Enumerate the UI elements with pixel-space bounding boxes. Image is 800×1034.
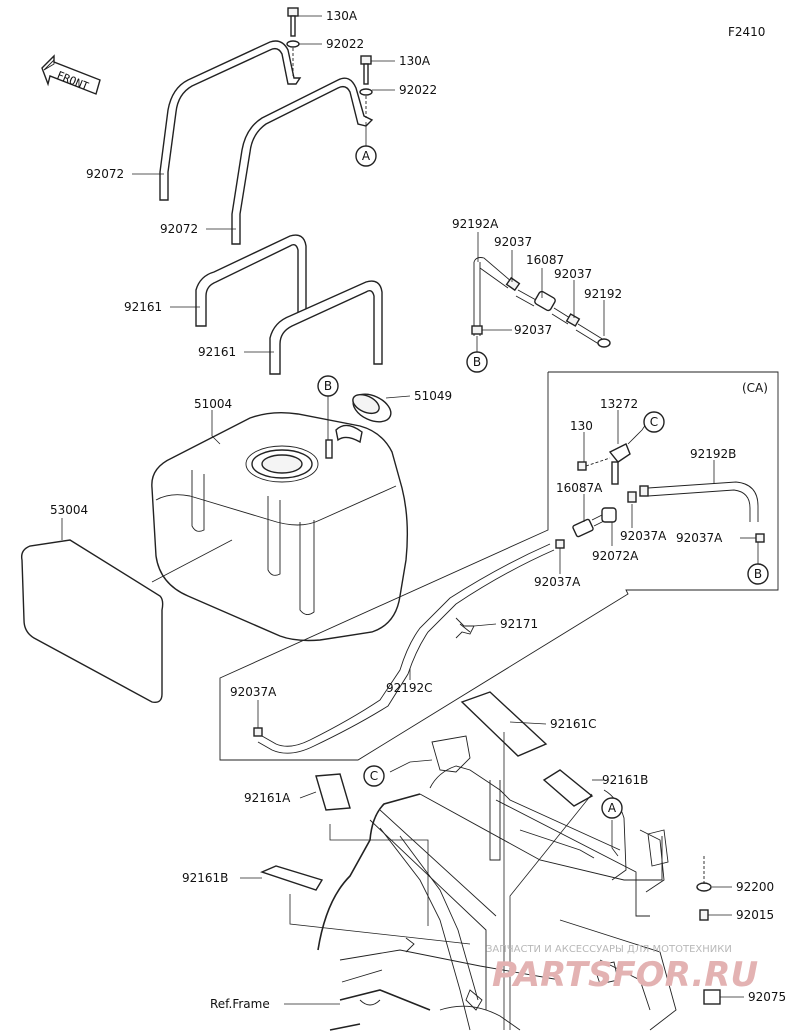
clamp-92037a-ca bbox=[627, 491, 637, 503]
label-130: 130 bbox=[570, 419, 593, 433]
callout-b-ca: B bbox=[747, 563, 769, 585]
label-92171: 92171 bbox=[500, 617, 538, 631]
strap-92072-front bbox=[231, 77, 374, 245]
fuel-tank-51004 bbox=[151, 411, 409, 642]
watermark-brand: PARTSFOR.RU bbox=[492, 955, 758, 995]
bolt-130a-rear bbox=[286, 7, 300, 76]
callout-c-ca: C bbox=[643, 411, 665, 433]
label-92161c: 92161C bbox=[550, 717, 597, 731]
frame bbox=[317, 735, 677, 1031]
label-92022-1: 92022 bbox=[326, 37, 364, 51]
label-92192: 92192 bbox=[584, 287, 622, 301]
label-92192c: 92192C bbox=[386, 681, 433, 695]
washer-92200 bbox=[696, 882, 712, 892]
label-92037-3: 92037 bbox=[514, 323, 552, 337]
callout-a-top: A bbox=[355, 145, 377, 167]
bolt-130 bbox=[577, 457, 611, 471]
label-92015: 92015 bbox=[736, 908, 774, 922]
pad-92161b-upper bbox=[542, 769, 594, 807]
nut-92015 bbox=[699, 909, 709, 921]
label-92200: 92200 bbox=[736, 880, 774, 894]
label-130a-2: 130A bbox=[399, 54, 431, 68]
svg-text:C: C bbox=[370, 769, 378, 783]
label-92075: 92075 bbox=[748, 990, 786, 1004]
label-92022-2: 92022 bbox=[399, 83, 437, 97]
label-92161-1: 92161 bbox=[124, 300, 162, 314]
callout-b-tank: B bbox=[317, 375, 339, 397]
callout-c-frame: C bbox=[363, 765, 385, 787]
leader-lines bbox=[61, 15, 759, 1030]
svg-text:B: B bbox=[754, 567, 762, 581]
strap-92072-rear bbox=[159, 40, 302, 201]
pad-53004 bbox=[20, 539, 164, 704]
label-92192b: 92192B bbox=[690, 447, 736, 461]
pad-92161-rear bbox=[195, 234, 307, 327]
hose-92192a-assembly bbox=[471, 257, 611, 348]
pad-92161-front bbox=[269, 280, 383, 375]
svg-text:C: C bbox=[650, 415, 658, 429]
ca-detail-box bbox=[219, 371, 779, 761]
label-16087: 16087 bbox=[526, 253, 564, 267]
hose-92192b bbox=[639, 481, 759, 522]
fuel-cap-51049 bbox=[335, 393, 392, 444]
label-92037a-2: 92037A bbox=[676, 531, 723, 545]
label-92072-2: 92072 bbox=[160, 222, 198, 236]
bolt-130a-front bbox=[359, 55, 373, 118]
pad-92161b-lower bbox=[260, 865, 324, 891]
pad-92161c bbox=[460, 691, 548, 757]
label-ref-frame: Ref.Frame bbox=[210, 997, 270, 1011]
label-92161a: 92161A bbox=[244, 791, 291, 805]
label-92037a-1: 92037A bbox=[620, 529, 667, 543]
label-92037-1: 92037 bbox=[494, 235, 532, 249]
label-16087a: 16087A bbox=[556, 481, 603, 495]
svg-text:A: A bbox=[362, 149, 371, 163]
label-53004: 53004 bbox=[50, 503, 88, 517]
label-92037-2: 92037 bbox=[554, 267, 592, 281]
label-51049: 51049 bbox=[414, 389, 452, 403]
label-130a-1: 130A bbox=[326, 9, 358, 23]
label-92161b-2: 92161B bbox=[182, 871, 228, 885]
label-51004: 51004 bbox=[194, 397, 232, 411]
label-92161b-1: 92161B bbox=[602, 773, 648, 787]
label-92072-1: 92072 bbox=[86, 167, 124, 181]
svg-text:B: B bbox=[473, 355, 481, 369]
clamp-92037a-lower bbox=[253, 727, 263, 737]
svg-text:B: B bbox=[324, 379, 332, 393]
figure-code: F2410 bbox=[728, 25, 765, 39]
label-92037a-3: 92037A bbox=[534, 575, 581, 589]
label-92037a-4: 92037A bbox=[230, 685, 277, 699]
label-92072a: 92072A bbox=[592, 549, 639, 563]
label-92192a: 92192A bbox=[452, 217, 499, 231]
svg-text:A: A bbox=[608, 801, 617, 815]
hose-92192c bbox=[257, 543, 555, 754]
clamp-92037a-ca-right bbox=[755, 533, 765, 543]
label-13272: 13272 bbox=[600, 397, 638, 411]
label-92161-2: 92161 bbox=[198, 345, 236, 359]
clamp-92037a-ca-left bbox=[555, 539, 565, 549]
bracket-13272 bbox=[608, 443, 631, 485]
pad-92161a bbox=[315, 773, 351, 811]
ca-label: (CA) bbox=[742, 381, 768, 395]
front-arrow: FRONT bbox=[41, 54, 101, 95]
clip-92171 bbox=[455, 617, 475, 639]
filter-16087a bbox=[572, 507, 617, 538]
callout-a-frame: A bbox=[601, 797, 623, 819]
callout-b-hose: B bbox=[466, 351, 488, 373]
watermark-subtitle: ЗАПЧАСТИ И АКСЕССУАРЫ ДЛЯ МОТОТЕХНИКИ bbox=[486, 944, 732, 955]
